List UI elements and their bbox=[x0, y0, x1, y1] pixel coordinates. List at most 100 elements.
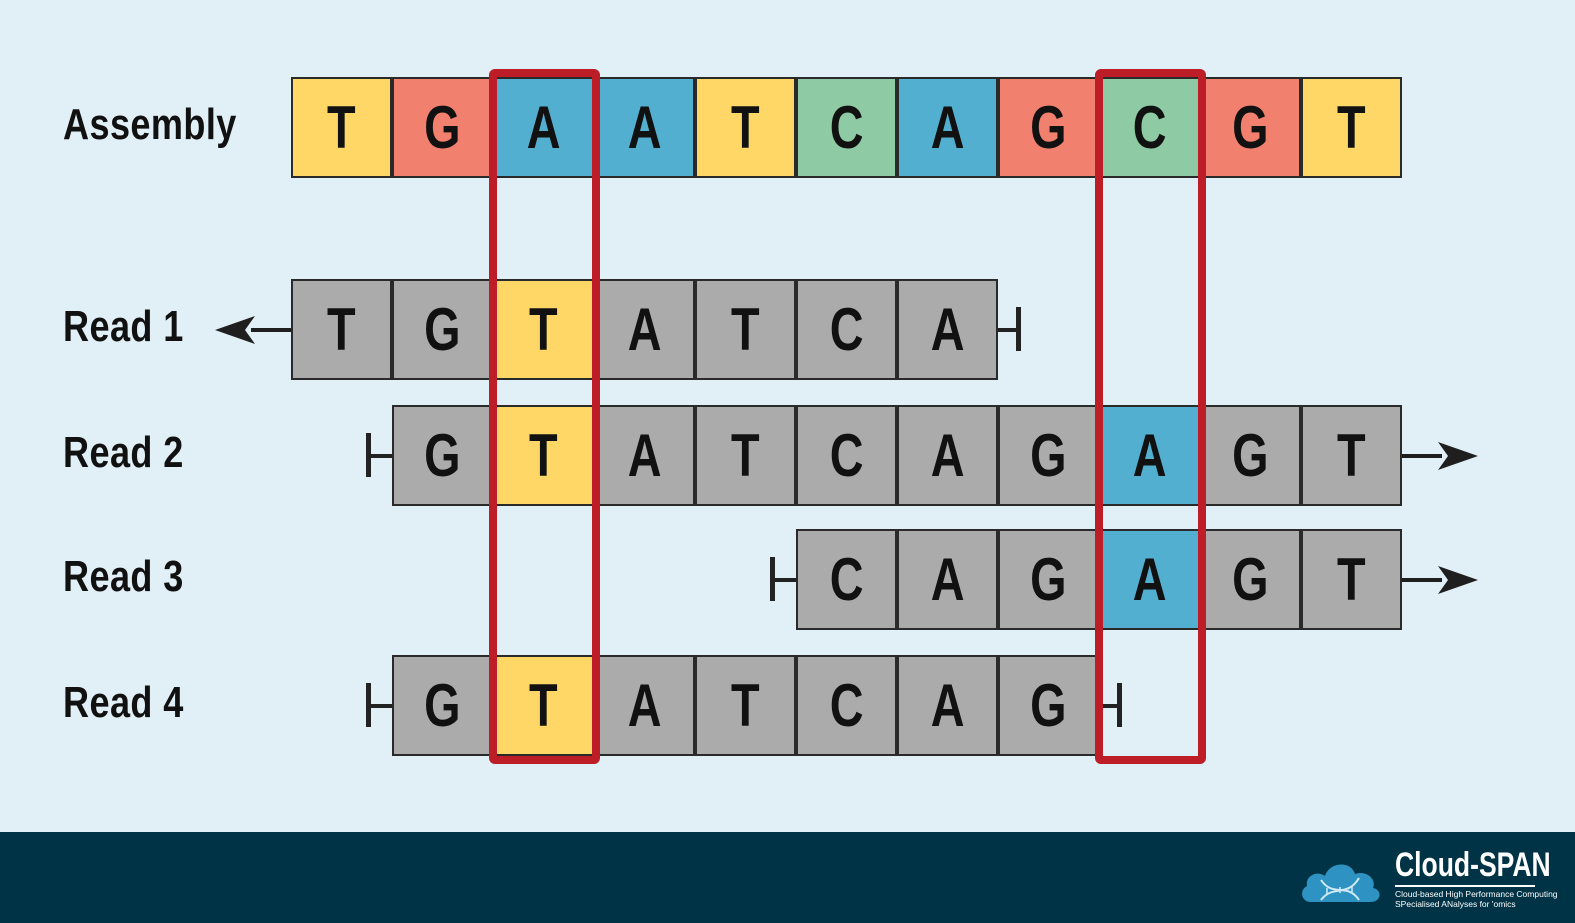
base-letter: A bbox=[930, 422, 965, 489]
base-letter: T bbox=[1337, 94, 1366, 161]
read-base: T bbox=[493, 655, 594, 756]
base-letter: G bbox=[424, 422, 461, 489]
base-letter: G bbox=[424, 296, 461, 363]
base-letter: G bbox=[424, 94, 461, 161]
assembly-label: Assembly bbox=[63, 99, 237, 149]
base-letter: T bbox=[731, 94, 760, 161]
read-label-1: Read 1 bbox=[63, 301, 184, 351]
base-letter: T bbox=[327, 94, 356, 161]
base-letter: A bbox=[930, 672, 965, 739]
read-end-tick bbox=[1016, 307, 1021, 351]
base-letter: A bbox=[627, 422, 662, 489]
read-start-stem bbox=[368, 703, 392, 708]
base-letter: C bbox=[829, 546, 864, 613]
read-base: T bbox=[1301, 405, 1402, 506]
base-letter: C bbox=[1132, 94, 1167, 161]
arrow-left-icon bbox=[215, 315, 291, 344]
assembly-base: A bbox=[897, 77, 998, 178]
base-letter: G bbox=[1030, 672, 1067, 739]
base-letter: A bbox=[930, 94, 965, 161]
read-base: T bbox=[695, 279, 796, 380]
base-letter: G bbox=[1232, 422, 1269, 489]
base-letter: T bbox=[529, 422, 558, 489]
read-end-tick bbox=[770, 557, 775, 601]
read-base: C bbox=[796, 529, 897, 630]
logo-name: Cloud-SPAN bbox=[1395, 846, 1551, 884]
read-base: G bbox=[998, 655, 1099, 756]
read-base: T bbox=[1301, 529, 1402, 630]
base-letter: T bbox=[731, 422, 760, 489]
read-base: A bbox=[897, 279, 998, 380]
read-base: T bbox=[493, 279, 594, 380]
read-base: G bbox=[392, 279, 493, 380]
base-letter: G bbox=[1030, 422, 1067, 489]
read-base: A bbox=[1099, 529, 1200, 630]
base-letter: C bbox=[829, 672, 864, 739]
base-letter: T bbox=[529, 296, 558, 363]
base-letter: A bbox=[627, 94, 662, 161]
assembly-base: C bbox=[796, 77, 897, 178]
base-letter: T bbox=[731, 672, 760, 739]
read-base: G bbox=[998, 529, 1099, 630]
read-base: A bbox=[897, 529, 998, 630]
base-letter: A bbox=[627, 672, 662, 739]
assembly-base: G bbox=[1200, 77, 1301, 178]
read-base: C bbox=[796, 655, 897, 756]
read-end-tick bbox=[1117, 683, 1122, 727]
assembly-base: A bbox=[493, 77, 594, 178]
read-start-stem bbox=[772, 577, 796, 582]
base-letter: T bbox=[529, 672, 558, 739]
read-base: G bbox=[1200, 529, 1301, 630]
base-letter: T bbox=[1337, 422, 1366, 489]
read-label-2: Read 2 bbox=[63, 427, 184, 477]
read-base: G bbox=[392, 405, 493, 506]
read-base: G bbox=[1200, 405, 1301, 506]
cloud-dna-icon bbox=[1302, 864, 1380, 902]
base-letter: A bbox=[930, 296, 965, 363]
base-letter: T bbox=[731, 296, 760, 363]
base-letter: C bbox=[829, 296, 864, 363]
logo-divider bbox=[1395, 885, 1535, 887]
read-base: C bbox=[796, 279, 897, 380]
read-end-tick bbox=[366, 433, 371, 477]
cloud-span-logo: Cloud-SPAN Cloud-based High Performance … bbox=[1299, 846, 1558, 910]
assembly-base: G bbox=[998, 77, 1099, 178]
base-letter: A bbox=[627, 296, 662, 363]
base-letter: G bbox=[1030, 94, 1067, 161]
logo-tagline-2: SPecialised ANalyses for 'omics bbox=[1395, 899, 1516, 909]
read-base: A bbox=[594, 279, 695, 380]
base-letter: A bbox=[1132, 546, 1167, 613]
arrow-right-icon bbox=[1402, 565, 1478, 594]
read-base: T bbox=[493, 405, 594, 506]
read-base: A bbox=[1099, 405, 1200, 506]
read-base: A bbox=[594, 405, 695, 506]
assembly-base: G bbox=[392, 77, 493, 178]
read-end-stem bbox=[1099, 703, 1119, 708]
base-letter: A bbox=[526, 94, 561, 161]
base-letter: G bbox=[1232, 546, 1269, 613]
assembly-base: A bbox=[594, 77, 695, 178]
read-base: T bbox=[695, 405, 796, 506]
base-letter: A bbox=[1132, 422, 1167, 489]
read-end-stem bbox=[998, 327, 1018, 332]
read-start-stem bbox=[368, 453, 392, 458]
base-letter: G bbox=[424, 672, 461, 739]
read-base: T bbox=[695, 655, 796, 756]
base-letter: C bbox=[829, 94, 864, 161]
base-letter: A bbox=[930, 546, 965, 613]
read-label-3: Read 3 bbox=[63, 551, 184, 601]
arrow-right-icon bbox=[1402, 441, 1478, 470]
assembly-base: T bbox=[291, 77, 392, 178]
read-base: G bbox=[392, 655, 493, 756]
assembly-base: T bbox=[695, 77, 796, 178]
base-letter: G bbox=[1232, 94, 1269, 161]
logo-tagline-1: Cloud-based High Performance Computing bbox=[1395, 889, 1558, 899]
read-base: C bbox=[796, 405, 897, 506]
read-base: A bbox=[897, 655, 998, 756]
read-base: A bbox=[897, 405, 998, 506]
base-letter: G bbox=[1030, 546, 1067, 613]
assembly-base: C bbox=[1099, 77, 1200, 178]
read-label-4: Read 4 bbox=[63, 677, 184, 727]
base-letter: T bbox=[327, 296, 356, 363]
